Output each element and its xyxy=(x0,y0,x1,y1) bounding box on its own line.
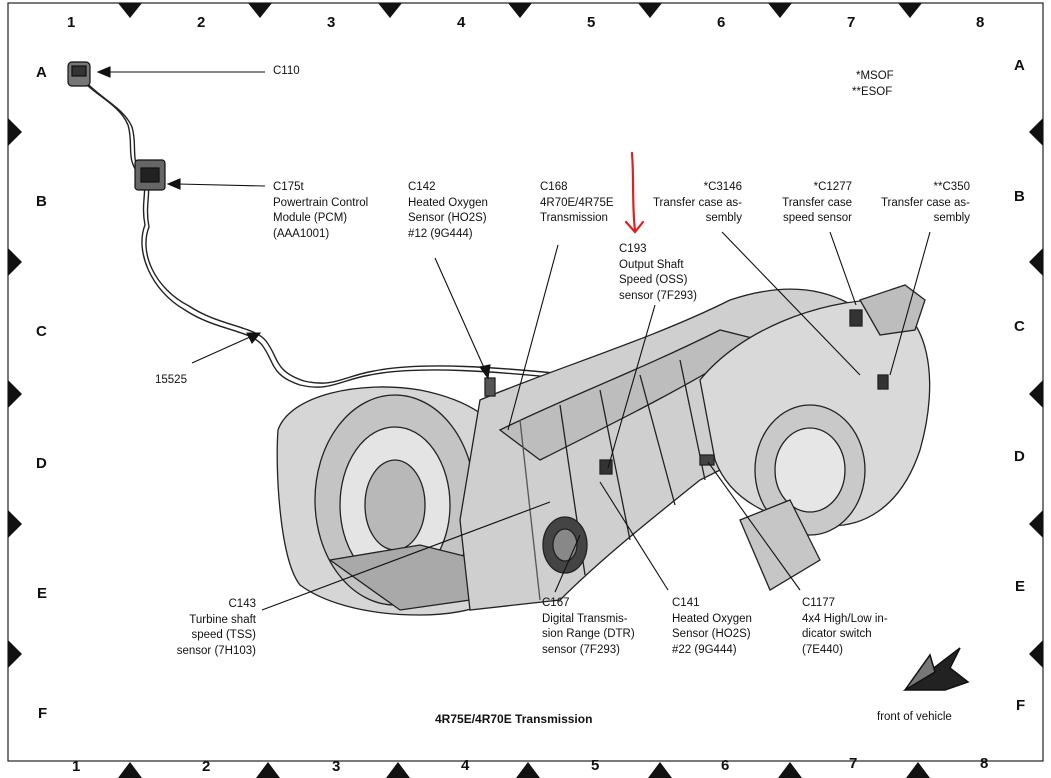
callout-c142-code: C142 xyxy=(408,181,436,193)
callout-c350-line-2: sembly xyxy=(933,212,970,224)
legend-msof: *MSOF xyxy=(856,70,894,82)
callout-c141: C141 Heated Oxygen Sensor (HO2S) #22 (9G… xyxy=(672,596,752,658)
callout-c167-line-3: sensor (7F293) xyxy=(542,643,620,656)
grid-column-bottom-5: 5 xyxy=(591,757,600,774)
grid-row-left-e: E xyxy=(37,585,48,602)
callout-c110: C110 xyxy=(273,65,300,77)
wiring-harness xyxy=(81,79,565,388)
callout-c193: C193 Output Shaft Speed (OSS) sensor (7F… xyxy=(619,242,697,304)
callout-c3146-line-2: sembly xyxy=(705,212,742,224)
grid-row-left-c: C xyxy=(36,323,47,340)
callout-c3146-line-1: Transfer case as- xyxy=(652,196,742,209)
callout-c168-line-1: 4R70E/4R75E xyxy=(540,196,614,209)
callout-c1177: C1177 4x4 High/Low in- dicator switch (7… xyxy=(802,596,888,658)
grid-column-top-8: 8 xyxy=(976,14,985,31)
callout-c350-line-1: Transfer case as- xyxy=(880,196,970,209)
grid-column-top-5: 5 xyxy=(587,14,596,31)
callout-c193-line-1: Output Shaft xyxy=(619,258,684,271)
callout-c143: C143 Turbine shaft speed (TSS) sensor (7… xyxy=(160,597,256,659)
callout-c143-line-1: Turbine shaft xyxy=(189,613,256,626)
front-arrow-icon xyxy=(902,647,970,691)
callout-c350: **C350 Transfer case as- sembly xyxy=(868,180,970,227)
front-of-vehicle-label: front of vehicle xyxy=(877,711,952,723)
callout-c142-line-3: #12 (9G444) xyxy=(408,227,473,240)
grid-column-top-4: 4 xyxy=(457,14,466,31)
connector-c110-shape xyxy=(67,61,91,87)
callout-c3146: *C3146 Transfer case as- sembly xyxy=(640,180,742,227)
callout-c141-code: C141 xyxy=(672,597,700,609)
callout-c1277-line-1: Transfer case xyxy=(782,196,852,209)
grid-column-bottom-7: 7 xyxy=(849,755,858,772)
legend-esof: **ESOF xyxy=(852,86,893,98)
callout-c141-line-1: Heated Oxygen xyxy=(672,612,752,625)
callout-c1177-line-3: (7E440) xyxy=(802,643,843,656)
callout-c175t: C175t Powertrain Control Module (PCM) (A… xyxy=(273,180,368,242)
grid-row-left-d: D xyxy=(36,455,47,472)
callout-c167: C167 Digital Transmis- sion Range (DTR) … xyxy=(542,596,635,658)
callout-c167-code: C167 xyxy=(542,597,570,609)
callout-c143-code: C143 xyxy=(228,598,257,610)
callout-c167-line-1: Digital Transmis- xyxy=(542,612,628,625)
grid-row-right-c: C xyxy=(1014,318,1025,335)
grid-column-top-6: 6 xyxy=(717,14,726,31)
callout-c175t-line-3: (AAA1001) xyxy=(273,227,330,240)
callout-c141-line-2: Sensor (HO2S) xyxy=(672,628,751,640)
grid-column-top-7: 7 xyxy=(847,14,856,31)
callout-c193-line-3: sensor (7F293) xyxy=(619,289,697,302)
callout-c3146-code: *C3146 xyxy=(703,181,742,193)
callout-c350-code: **C350 xyxy=(933,181,970,193)
callout-c1277-line-2: speed sensor xyxy=(782,212,852,224)
callout-c193-code: C193 xyxy=(619,243,647,255)
grid-column-bottom-6: 6 xyxy=(721,757,730,774)
grid-column-top-1: 1 xyxy=(67,14,76,31)
grid-row-right-d: D xyxy=(1014,448,1025,465)
callout-c1277: *C1277 Transfer case speed sensor xyxy=(768,180,852,227)
grid-row-left-a: A xyxy=(36,64,47,81)
callout-c175t-code: C175t xyxy=(273,181,304,193)
grid-row-right-e: E xyxy=(1015,578,1026,595)
transmission-body xyxy=(276,284,931,616)
callout-c141-line-3: #22 (9G444) xyxy=(672,643,737,656)
callout-c175t-line-2: Module (PCM) xyxy=(273,212,348,224)
diagram-caption: 4R75E/4R70E Transmission xyxy=(435,712,593,726)
callout-c168-code: C168 xyxy=(540,181,568,193)
grid-row-right-a: A xyxy=(1014,57,1025,74)
grid-column-bottom-1: 1 xyxy=(72,758,81,775)
border-markers xyxy=(8,3,1043,778)
grid-row-right-f: F xyxy=(1016,697,1026,714)
callout-c1177-line-1: 4x4 High/Low in- xyxy=(802,612,888,625)
callout-c193-line-2: Speed (OSS) xyxy=(619,274,688,286)
callout-c175t-line-1: Powertrain Control xyxy=(273,196,369,209)
grid-column-top-3: 3 xyxy=(327,14,336,31)
callout-c168-line-2: Transmission xyxy=(540,212,608,224)
grid-row-right-b: B xyxy=(1014,188,1025,205)
grid-row-left-f: F xyxy=(38,705,48,722)
grid-column-bottom-4: 4 xyxy=(461,757,470,774)
callout-c142-line-1: Heated Oxygen xyxy=(408,196,488,209)
callout-c142-line-2: Sensor (HO2S) xyxy=(408,212,487,224)
leader-lines xyxy=(96,66,931,611)
callout-c1177-line-2: dicator switch xyxy=(802,628,872,640)
callout-c142: C142 Heated Oxygen Sensor (HO2S) #12 (9G… xyxy=(408,180,488,242)
callout-c1277-code: *C1277 xyxy=(813,181,852,193)
callout-c143-line-3: sensor (7H103) xyxy=(176,644,256,657)
callout-15525: 15525 xyxy=(155,374,187,386)
callout-c167-line-2: sion Range (DTR) xyxy=(542,628,635,640)
connector-c175t-shape xyxy=(134,159,166,191)
callout-c143-line-2: speed (TSS) xyxy=(191,629,256,641)
grid-column-bottom-2: 2 xyxy=(202,758,211,775)
callout-c1177-code: C1177 xyxy=(802,597,836,609)
grid-row-left-b: B xyxy=(36,193,47,210)
grid-column-bottom-3: 3 xyxy=(332,758,341,775)
grid-column-top-2: 2 xyxy=(197,14,206,31)
callout-c168: C168 4R70E/4R75E Transmission xyxy=(540,180,614,227)
grid-column-bottom-8: 8 xyxy=(980,755,989,772)
annotation-arrow xyxy=(624,151,645,234)
